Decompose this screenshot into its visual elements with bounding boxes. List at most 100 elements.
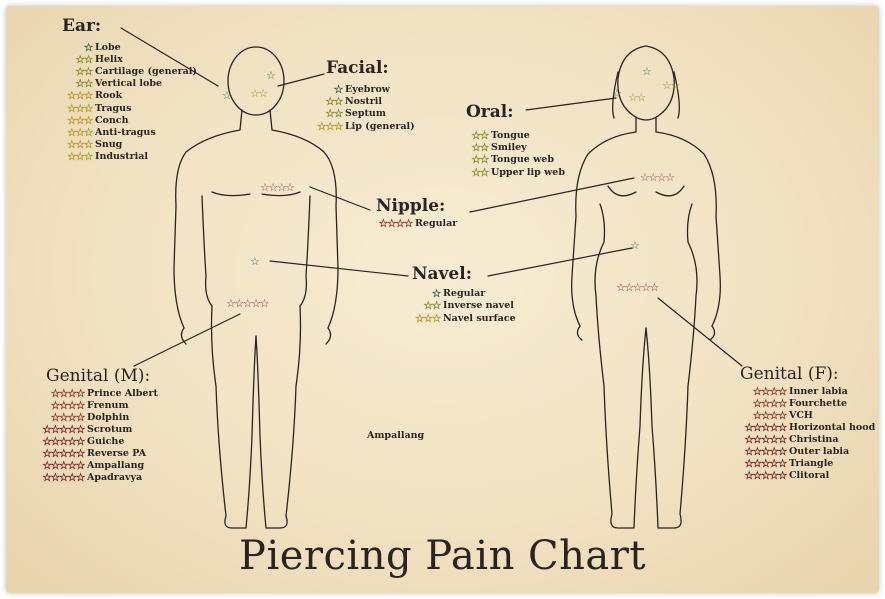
ear-item: ☆☆☆Tragus xyxy=(46,102,132,115)
pain-rating-stars: ☆☆☆☆ xyxy=(752,409,788,422)
body-star-marker: ☆☆ xyxy=(662,79,680,92)
body-star-marker: ☆☆ xyxy=(628,91,646,104)
pain-rating-stars: ☆☆ xyxy=(75,77,93,91)
pain-rating-stars: ☆☆ xyxy=(325,95,343,109)
pain-rating-stars: ☆ xyxy=(431,287,442,300)
navel-item: ☆☆Inverse navel xyxy=(394,300,514,312)
pain-rating-stars: ☆☆☆☆☆ xyxy=(744,433,787,446)
genital-m-item: ☆☆☆☆☆Apadravya xyxy=(22,472,142,484)
genital-f-item: ☆☆☆☆☆Clitoral xyxy=(728,470,829,482)
facial-item: ☆☆☆Lip (general) xyxy=(296,119,415,133)
facial-item: ☆☆Nostril xyxy=(296,96,382,108)
pain-rating-stars: ☆☆☆☆ xyxy=(50,411,86,424)
piercing-name: Inner labia xyxy=(789,386,848,397)
pain-rating-stars: ☆ xyxy=(333,83,344,96)
ear-item: ☆☆☆Industrial xyxy=(46,150,149,163)
body-outlines xyxy=(120,27,743,529)
piercing-name: Inverse navel xyxy=(443,300,514,312)
pain-rating-stars: ☆☆☆☆ xyxy=(50,387,86,400)
pain-rating-stars: ☆☆☆ xyxy=(316,119,344,133)
piercing-name: Reverse PA xyxy=(87,448,147,459)
body-star-marker: ☆☆☆☆☆ xyxy=(616,281,659,294)
genital-f-group-title: Genital (F): xyxy=(740,364,839,384)
callout-lines xyxy=(120,27,743,367)
female-figure xyxy=(571,45,721,529)
pain-rating-stars: ☆☆☆☆☆ xyxy=(42,459,85,472)
piercing-name: Anti-tragus xyxy=(95,126,156,138)
pain-rating-stars: ☆☆☆☆☆ xyxy=(744,469,787,482)
piercing-name: Tongue xyxy=(491,130,530,141)
piercing-name: Dolphin xyxy=(87,412,130,423)
ear-item: ☆☆Vertical lobe xyxy=(46,78,162,90)
pain-rating-stars: ☆☆☆☆☆ xyxy=(744,445,787,458)
piercing-name: Navel surface xyxy=(443,312,516,324)
body-star-marker: ☆ xyxy=(642,65,652,78)
piercing-name: Guiche xyxy=(87,436,125,447)
piercing-name: Scrotum xyxy=(87,424,133,435)
piercing-name: Septum xyxy=(345,108,386,120)
piercing-name: Prince Albert xyxy=(87,388,158,399)
pain-rating-stars: ☆☆☆☆ xyxy=(752,385,788,398)
oral-item: ☆☆Tongue web xyxy=(458,154,554,166)
genital-f-item: ☆☆☆☆Inner labia xyxy=(728,386,848,398)
pain-rating-stars: ☆☆☆☆☆ xyxy=(744,421,787,434)
body-star-marker: ☆ xyxy=(250,255,260,268)
pain-rating-stars: ☆☆☆ xyxy=(414,311,442,325)
nipple-item: ☆☆☆☆Regular xyxy=(364,217,458,230)
piercing-name: Tongue web xyxy=(491,154,554,166)
body-star-marker: ☆ xyxy=(266,69,276,82)
piercing-name: Lip (general) xyxy=(345,120,415,132)
piercing-name: Eyebrow xyxy=(345,84,390,95)
pain-rating-stars: ☆☆ xyxy=(471,141,489,155)
piercing-name: Helix xyxy=(95,54,123,66)
genital-f-item: ☆☆☆☆☆Outer labia xyxy=(728,446,849,458)
piercing-name: Lobe xyxy=(95,42,121,53)
pain-rating-stars: ☆☆ xyxy=(471,153,489,167)
piercing-name: Fourchette xyxy=(789,398,848,409)
piercing-name: Snug xyxy=(95,138,123,150)
pain-rating-stars: ☆☆☆ xyxy=(66,113,94,127)
body-star-marker: ☆☆ xyxy=(250,87,268,100)
ear-item: ☆☆☆Conch xyxy=(46,113,129,127)
piercing-name: Christina xyxy=(789,434,839,445)
piercing-name: Industrial xyxy=(95,150,149,162)
nipple-group-title: Nipple: xyxy=(376,196,446,216)
pain-rating-stars: ☆☆ xyxy=(75,53,93,67)
piercing-name: Vertical lobe xyxy=(95,78,163,90)
piercing-name: Cartilage (general) xyxy=(95,66,197,78)
body-star-marker: ☆☆☆☆ xyxy=(260,181,295,194)
ear-item: ☆☆☆Snug xyxy=(46,138,123,151)
ear-group-title: Ear: xyxy=(62,16,102,36)
oral-item: ☆☆Smiley xyxy=(458,141,527,155)
body-star-marker: ☆☆☆☆ xyxy=(640,171,675,184)
genital-f-item: ☆☆☆☆☆Horizontal hood xyxy=(728,422,875,434)
piercing-name: Ampallang xyxy=(87,460,145,471)
pain-rating-stars: ☆ xyxy=(83,41,94,54)
genital-m-item: ☆☆☆☆☆Scrotum xyxy=(22,424,132,436)
genital-f-item: ☆☆☆☆VCH xyxy=(728,410,813,422)
pain-rating-stars: ☆☆☆☆ xyxy=(378,217,414,230)
genital-m-item: ☆☆☆☆☆Guiche xyxy=(22,436,124,448)
oral-group-title: Oral: xyxy=(466,102,514,122)
facial-item: ☆☆Septum xyxy=(296,108,386,120)
oral-item: ☆☆Upper lip web xyxy=(458,165,565,179)
pain-rating-stars: ☆☆ xyxy=(325,107,343,121)
genital-m-item: ☆☆☆☆Dolphin xyxy=(22,411,130,424)
genital-m-item: ☆☆☆☆Frenum xyxy=(22,400,129,412)
facial-item: ☆Eyebrow xyxy=(296,84,390,96)
piercing-name: Clitoral xyxy=(789,470,830,481)
pain-rating-stars: ☆☆ xyxy=(471,165,489,179)
body-star-marker: ☆ xyxy=(630,239,640,252)
pain-rating-stars: ☆☆ xyxy=(423,299,441,313)
pain-rating-stars: ☆☆☆☆☆ xyxy=(42,471,85,484)
stray-ampallang-label: Ampallang xyxy=(367,430,425,441)
navel-item: ☆☆☆Navel surface xyxy=(394,311,516,325)
piercing-name: Regular xyxy=(443,288,486,299)
navel-group-title: Navel: xyxy=(412,264,472,284)
genital-f-item: ☆☆☆☆Fourchette xyxy=(728,398,847,410)
piercing-name: Smiley xyxy=(491,142,527,154)
pain-rating-stars: ☆☆ xyxy=(471,129,489,142)
pain-rating-stars: ☆☆☆ xyxy=(66,89,94,103)
poster: ☆☆☆☆☆☆☆☆☆☆☆☆☆☆☆☆☆☆☆☆☆☆☆☆☆☆☆☆☆☆ Ear: Faci… xyxy=(6,6,879,593)
genital-m-item: ☆☆☆☆☆Reverse PA xyxy=(22,448,146,460)
